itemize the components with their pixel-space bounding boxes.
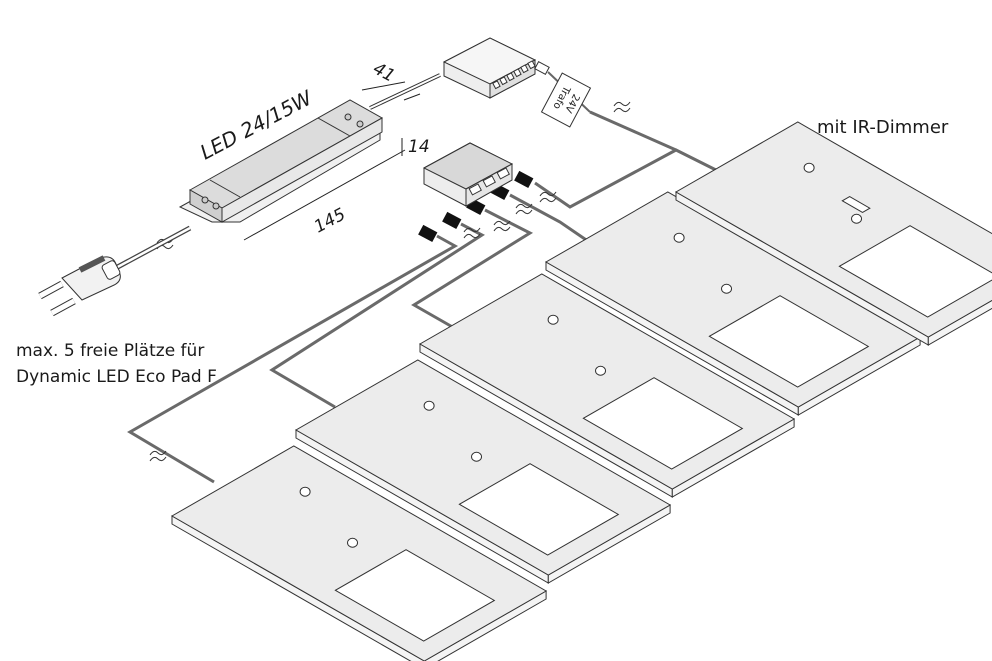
pads	[170, 121, 992, 661]
sensor-hole-icon	[471, 451, 483, 462]
connectors	[418, 170, 534, 243]
mounting-hole-icon	[299, 486, 311, 497]
pad-3	[418, 273, 796, 498]
sensor-hole-icon	[347, 537, 359, 548]
mounting-hole-icon	[423, 400, 435, 411]
slots-note-line-1: max. 5 freie Plätze für	[16, 341, 205, 361]
sensor-hole-icon	[721, 283, 733, 294]
ir-hub	[442, 37, 591, 113]
connector-1	[418, 224, 438, 243]
slots-note-line-2: Dynamic LED Eco Pad F	[16, 367, 217, 387]
driver-length: 145	[311, 205, 349, 238]
pad-light-window	[334, 549, 496, 642]
driver-width: 41	[370, 59, 398, 87]
sensor-hole-icon	[595, 365, 607, 376]
driver-height: 14	[408, 137, 430, 157]
cable-break-marks	[149, 101, 631, 462]
cable-pad-3	[411, 208, 534, 335]
mounting-hole-icon	[673, 232, 685, 243]
mounting-hole-icon	[803, 162, 815, 173]
connector-5	[514, 170, 534, 189]
connector-2	[442, 211, 462, 230]
cable-ir-tag	[589, 110, 677, 152]
ir-sensor-icon	[841, 196, 871, 213]
led-driver	[178, 99, 384, 223]
mounting-hole-icon	[547, 314, 559, 325]
pad-light-window	[838, 225, 992, 318]
ir-dimmer-label: mit IR-Dimmer	[817, 117, 949, 138]
driver-dimension-lines	[243, 81, 421, 241]
cable-pad-1	[127, 234, 459, 484]
ir-receiver-tag: Trafo 24V	[540, 72, 592, 128]
distributor	[422, 142, 514, 207]
slots-note: max. 5 freie Plätze für Dynamic LED Eco …	[16, 338, 217, 390]
pad-light-window	[458, 463, 620, 556]
pad-light-window	[708, 295, 870, 388]
pad-5	[674, 121, 992, 346]
power-plug	[38, 225, 192, 317]
pad-4	[544, 191, 922, 416]
pad-2	[294, 359, 672, 584]
pad-side-edge	[927, 299, 992, 346]
pad-1	[170, 445, 548, 661]
sensor-hole-icon	[851, 213, 863, 224]
pad-light-window	[582, 377, 744, 470]
